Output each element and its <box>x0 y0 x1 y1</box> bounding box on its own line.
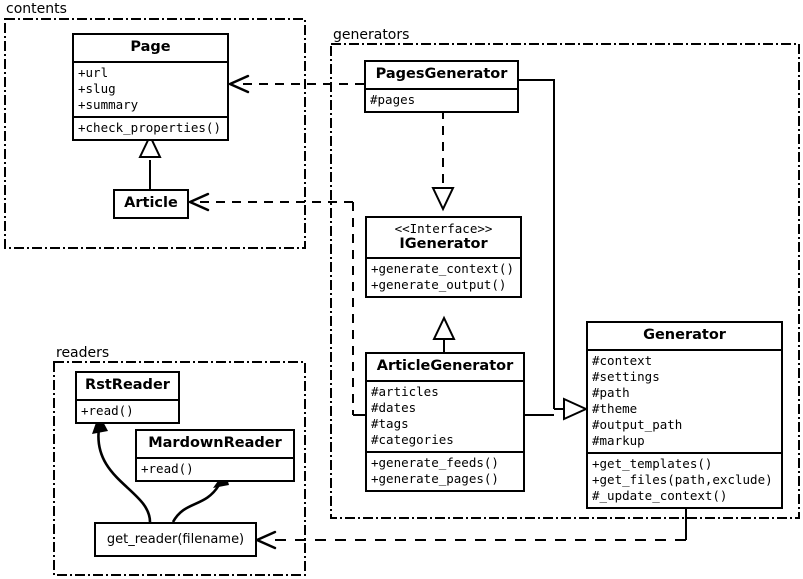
uml-class-pagesgenerator[interactable]: PagesGenerator #pages <box>364 60 519 113</box>
connector-articlegenerator-to-igenerator <box>432 315 456 352</box>
attribute-articlegenerator-dates: #dates <box>371 400 417 415</box>
operations-compartment-articlegenerator: +generate_feeds() +generate_pages() <box>367 451 523 490</box>
operations-compartment-mardownreader: +read() <box>137 457 293 480</box>
function-label-get-reader: get_reader(filename) <box>106 532 245 547</box>
attribute-page-url: +url <box>78 65 109 80</box>
uml-class-rstreader[interactable]: RstReader +read() <box>75 371 180 424</box>
attributes-compartment-pagesgenerator: #pages <box>366 88 517 111</box>
attribute-generator-settings: #settings <box>592 369 660 384</box>
operation-generator-update-context: #_update_context() <box>592 488 728 503</box>
class-name-mardownreader: MardownReader <box>148 435 282 451</box>
attribute-generator-markup: #markup <box>592 433 645 448</box>
package-frame-contents <box>4 18 306 249</box>
attribute-page-summary: +summary <box>78 97 139 112</box>
attribute-articlegenerator-tags: #tags <box>371 416 409 431</box>
operation-rstreader-read: +read() <box>81 403 134 418</box>
class-name-pagesgenerator: PagesGenerator <box>375 66 508 82</box>
operation-igenerator-generate-output: +generate_output() <box>371 277 507 292</box>
package-label-readers: readers <box>56 345 110 361</box>
class-name-rstreader: RstReader <box>85 377 170 393</box>
attributes-compartment-page: +url +slug +summary <box>74 61 227 116</box>
operation-igenerator-generate-context: +generate_context() <box>371 261 514 276</box>
connector-getreader-to-rstreader <box>92 414 152 523</box>
uml-class-article[interactable]: Article <box>113 189 189 219</box>
uml-class-generator[interactable]: Generator #context #settings #path #them… <box>586 321 783 509</box>
attribute-generator-output-path: #output_path <box>592 417 683 432</box>
operations-compartment-igenerator: +generate_context() +generate_output() <box>367 257 520 296</box>
operation-articlegenerator-generate-feeds: +generate_feeds() <box>371 455 499 470</box>
class-name-articlegenerator: ArticleGenerator <box>376 358 514 374</box>
class-name-generator: Generator <box>643 327 726 343</box>
operation-mardownreader-read: +read() <box>141 461 194 476</box>
function-box-get-reader[interactable]: get_reader(filename) <box>94 522 257 557</box>
operation-generator-get-templates: +get_templates() <box>592 456 713 471</box>
package-label-contents: contents <box>6 1 67 17</box>
uml-class-mardownreader[interactable]: MardownReader +read() <box>135 429 295 482</box>
attribute-page-slug: +slug <box>78 81 116 96</box>
attribute-generator-context: #context <box>592 353 653 368</box>
class-stereotype-igenerator: <<Interface>> <box>394 221 493 236</box>
attributes-compartment-articlegenerator: #articles #dates #tags #categories <box>367 380 523 451</box>
attribute-pagesgenerator-pages: #pages <box>370 92 416 107</box>
package-label-generators: generators <box>333 27 410 43</box>
class-name-article: Article <box>124 195 178 211</box>
uml-class-igenerator[interactable]: <<Interface>> IGenerator +generate_conte… <box>365 216 522 298</box>
uml-class-page[interactable]: Page +url +slug +summary +check_properti… <box>72 33 229 141</box>
connector-generators-to-generator <box>519 79 589 421</box>
operations-compartment-generator: +get_templates() +get_files(path,exclude… <box>588 452 781 507</box>
package-frame-generators <box>330 43 800 519</box>
attribute-generator-theme: #theme <box>592 401 638 416</box>
class-name-igenerator: IGenerator <box>399 236 488 252</box>
attribute-generator-path: #path <box>592 385 630 400</box>
operations-compartment-rstreader: +read() <box>77 399 178 422</box>
operation-generator-get-files: +get_files(path,exclude) <box>592 472 773 487</box>
connector-pagesgenerator-to-page <box>228 74 364 94</box>
package-frame-readers <box>53 361 306 576</box>
attribute-articlegenerator-categories: #categories <box>371 432 454 447</box>
operation-page-check-properties: +check_properties() <box>78 120 221 135</box>
attribute-articlegenerator-articles: #articles <box>371 384 439 399</box>
connector-article-to-page <box>138 133 162 189</box>
attributes-compartment-generator: #context #settings #path #theme #output_… <box>588 349 781 452</box>
connector-articlegenerator-to-article <box>188 192 365 416</box>
class-name-page: Page <box>130 39 171 55</box>
operation-articlegenerator-generate-pages: +generate_pages() <box>371 471 499 486</box>
operations-compartment-page: +check_properties() <box>74 116 227 139</box>
uml-class-articlegenerator[interactable]: ArticleGenerator #articles #dates #tags … <box>365 352 525 492</box>
connector-pagesgenerator-to-igenerator <box>431 110 455 212</box>
